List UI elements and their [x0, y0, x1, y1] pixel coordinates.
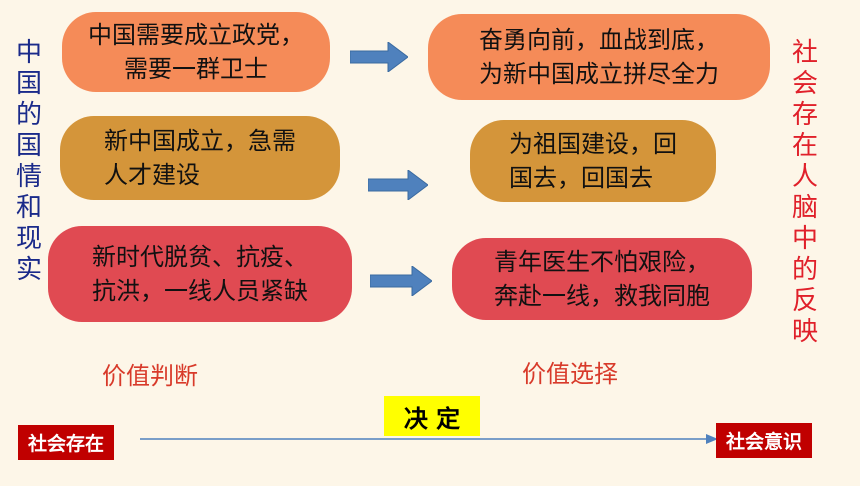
row3-right-text: 青年医生不怕艰险， 奔赴一线，救我同胞: [494, 248, 710, 310]
row1-left-text: 中国需要成立政党， 需要一群卫士: [88, 21, 304, 83]
row1-left-pill: 中国需要成立政党， 需要一群卫士: [62, 12, 330, 92]
row2-left-text: 新中国成立，急需 人才建设: [104, 127, 296, 189]
row3-right-pill: 青年医生不怕艰险， 奔赴一线，救我同胞: [452, 238, 752, 320]
row3-left-pill: 新时代脱贫、抗疫、 抗洪，一线人员紧缺: [48, 226, 352, 322]
value-choice-label: 价值选择: [522, 360, 618, 388]
decide-box: 决 定: [384, 396, 480, 436]
row1-right-pill: 奋勇向前，血战到底， 为新中国成立拼尽全力: [428, 14, 770, 100]
row1-right-text: 奋勇向前，血战到底， 为新中国成立拼尽全力: [479, 26, 719, 88]
row3-arrow-icon: [370, 266, 432, 296]
right-vertical-title: 社会存在人脑中的反映: [791, 38, 818, 347]
row3-left-text: 新时代脱贫、抗疫、 抗洪，一线人员紧缺: [92, 243, 308, 305]
row2-right-pill: 为祖国建设，回 国去，回国去: [470, 120, 716, 202]
row2-right-text: 为祖国建设，回 国去，回国去: [509, 130, 677, 192]
social-existence-box: 社会存在: [18, 425, 115, 460]
row1-arrow-icon: [350, 42, 408, 72]
left-vertical-title: 中国的国情和现实: [15, 38, 42, 285]
value-judgment-label: 价值判断: [102, 362, 198, 390]
axis-arrow-icon: [140, 434, 718, 444]
row2-arrow-icon: [368, 170, 428, 200]
row2-left-pill: 新中国成立，急需 人才建设: [60, 116, 340, 200]
social-consciousness-box: 社会意识: [716, 423, 813, 458]
